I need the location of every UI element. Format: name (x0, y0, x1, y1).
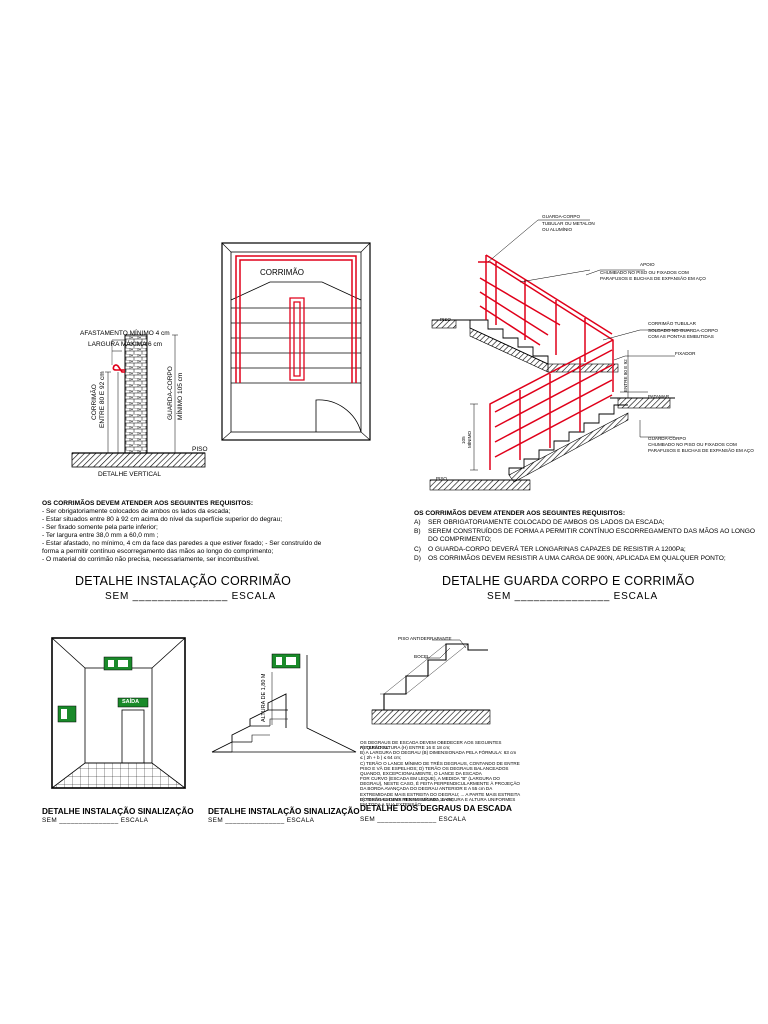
exit-sign-label: SAÍDA (122, 699, 140, 705)
sinal2-title: DETALHE INSTALAÇÃO SINALIZAÇÃO (208, 807, 360, 816)
label-guarda-corpo-top: GUARDA-CORPO (542, 214, 581, 219)
guarda-req-value: SER OBRIGATORIAMENTE COLOCADO DE AMBOS O… (428, 519, 665, 526)
degraus-note: A) TERÃO ALTURA (H) ENTRE 16 E 18 cm; (360, 745, 451, 750)
guarda-req-key: B) (414, 528, 421, 535)
label-piso-top: PISO (440, 317, 451, 322)
signage-room (50, 637, 187, 789)
label-chumbado-piso: CHUMBADO NO PISO OU FIXADOS COM (600, 270, 689, 275)
label-parafusos-2: PARAFUSOS E BUCHAS DE EXPANSÃO EM AÇO (648, 448, 754, 453)
label-dim-minimo: MÍNIMO (467, 430, 472, 448)
label-piso-bottom: PISO (436, 476, 447, 481)
label-largura: LARGURA MÁXIMA 6 cm (88, 341, 163, 348)
label-apoio: APOIO (640, 262, 655, 267)
guarda-req-key: A) (414, 519, 421, 526)
stair-profile (372, 643, 488, 711)
label-guarda-corpo-vertical: GUARDA-CORPO (167, 366, 174, 420)
plan-door-arc (315, 399, 362, 433)
stair-steps-detail (371, 639, 491, 725)
label-fixador: FIXADOR (675, 351, 696, 356)
lower-flight (508, 404, 628, 475)
exit-sign-door (117, 697, 149, 708)
signage-stairs (211, 653, 357, 753)
guarda-title: DETALHE GUARDA CORPO E CORRIMÃO (442, 574, 695, 588)
guard-rail-detail (429, 219, 690, 491)
label-soldado: SOLDADO NO GUARDA-CORPO (648, 328, 718, 333)
label-corrimao-vertical: CORRIMÃO (91, 384, 98, 420)
guarda-req-value: O GUARDA-CORPO DEVERÁ TER LONGARINAS CAP… (428, 546, 686, 553)
corrimao-requirement: - Estar situados entre 80 à 92 cm acima … (42, 516, 283, 523)
plan-landing (230, 281, 362, 301)
degraus-note: E) TERÃO EM UMA MESMA ESCADA, LARGURA E … (360, 797, 516, 808)
guarda-req-key: D) (414, 555, 421, 562)
label-piso-antiderrapante: PISO ANTIDERRAPANTE (398, 636, 452, 641)
upper-guard-rail (478, 254, 614, 392)
corrimao-scale: SEM _______________ ESCALA (105, 591, 276, 602)
label-entre-guard: ENTRE 80 E 92 (623, 359, 628, 392)
guarda-req-key: C) (414, 546, 421, 553)
plan-handrail (235, 255, 357, 383)
label-entre-80-92: ENTRE 80 E 92 cm (99, 371, 106, 428)
floor-hatch (71, 452, 206, 468)
corrimao-title: DETALHE INSTALAÇÃO CORRIMÃO (75, 574, 292, 588)
label-piso: PISO (192, 446, 208, 453)
plan-view (221, 242, 371, 441)
guarda-req-value: OS CORRIMÃOS DEVEM RESISTIR A UMA CARGA … (428, 555, 726, 562)
label-afastamento: AFASTAMENTO MÍNIMO 4 cm (80, 330, 170, 337)
degraus-note: FOR CURVO (ESCADA EM LEQUE), A MEDIDA "B… (360, 776, 520, 802)
degraus-title: DETALHE DOS DEGRAUS DA ESCADA (360, 804, 512, 813)
degraus-scale: SEM _______________ ESCALA (360, 816, 467, 823)
sinal2-scale: SEM _______________ ESCALA (208, 817, 315, 824)
label-altura-180: ALTURA DE 1,80 M (261, 673, 267, 723)
label-tubular: TUBULAR OU METALON (542, 221, 595, 226)
corrimao-requirement: - Ser obrigatoriamente colocados de ambo… (42, 508, 231, 515)
degraus-note: C) TERÃO O LANCE MÍNIMO DE TRÊS DEGRAUS,… (360, 761, 520, 777)
corrimao-requirements-title: OS CORRIMÃOS DEVEM ATENDER AOS SEGUINTES… (42, 500, 254, 507)
corrimao-requirement: - O material do corrimão não precisa, ne… (42, 556, 260, 563)
corrimao-requirement: - Ter largura entre 38,0 mm a 60,0 mm ; (42, 532, 159, 539)
sinal1-title: DETALHE INSTALAÇÃO SINALIZAÇÃO (42, 807, 194, 816)
label-guarda-corpo-bottom: GUARDA-CORPO (648, 436, 687, 441)
guarda-scale: SEM _______________ ESCALA (487, 591, 658, 602)
degraus-note: B) A LARGURA DO DEGRAU (B) DIMENSIONADA … (360, 750, 517, 761)
corrimao-requirement: - Ser fixado somente pela parte inferior… (42, 524, 158, 531)
degraus-note: OS DEGRAUS DE ESCADA DEVEM OBEDECER AOS … (360, 740, 502, 751)
label-corrimao-tubular: CORRIMÃO TUBULAR (648, 321, 696, 326)
label-corrimao-plan: CORRIMÃO (260, 268, 304, 277)
label-chumbado-piso-2: CHUMBADO NO PISO OU FIXADOS COM (648, 442, 737, 447)
lower-guard-rail (489, 339, 614, 470)
guarda-req-value: SEREM CONSTRUÍDOS DE FORMA A PERMITIR CO… (428, 528, 756, 543)
label-dim-105: 105 (461, 436, 466, 444)
sinal1-scale: SEM _______________ ESCALA (42, 817, 149, 824)
label-parafusos: PARAFUSOS E BUCHAS DE EXPANSÃO EM AÇO (600, 276, 706, 281)
label-minimo-105: MÍNIMO 105 cm (177, 372, 184, 420)
label-pontas: COM AS PONTAS EMBUTIDAS (648, 334, 714, 339)
label-patamar: PATAMAR (648, 394, 670, 399)
brick-wall (124, 334, 148, 454)
guarda-requirements-title: OS CORRIMÃOS DEVEM ATENDER AOS SEGUINTES… (414, 510, 626, 517)
label-aluminio: OU ALUMÍNIO (542, 227, 573, 232)
vertical-detail (71, 334, 206, 468)
corrimao-requirement: - Estar afastado, no mínimo, 4 cm da fac… (42, 540, 322, 555)
handrail-profile (112, 364, 125, 373)
label-detalhe-vertical: DETALHE VERTICAL (98, 471, 161, 478)
door (121, 709, 145, 764)
label-bocel: BOCEL (414, 654, 430, 659)
